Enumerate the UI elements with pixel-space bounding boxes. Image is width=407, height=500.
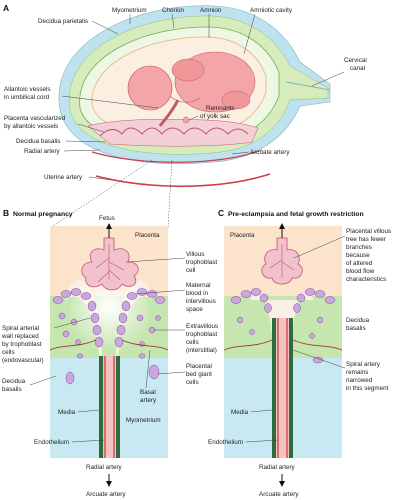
label-placental-bed-1: Placental bbox=[186, 363, 212, 370]
label-radial-artery-c: Radial artery bbox=[259, 464, 296, 471]
label-remnants-2: of yolk sac bbox=[200, 113, 230, 120]
label-maternal-4: space bbox=[186, 306, 203, 313]
label-endothelium-c: Endothelium bbox=[208, 439, 243, 446]
label-extravillous-4: (interstitial) bbox=[186, 347, 217, 354]
label-decidua-parietalis: Decidua parietalis bbox=[38, 18, 88, 25]
placenta-a bbox=[87, 119, 259, 147]
umbilical-cord bbox=[158, 99, 180, 127]
label-arcuate-artery-b: Arcuate artery bbox=[86, 491, 126, 498]
label-villous-tree-1: Placental villous bbox=[346, 228, 391, 235]
label-amnion: Amnion bbox=[200, 7, 222, 14]
label-spiral-1: Spiral arterial bbox=[2, 325, 39, 332]
label-media-c: Media bbox=[231, 409, 249, 416]
artery-wall-left-c bbox=[272, 318, 276, 458]
label-cervical-1: Cervical bbox=[344, 57, 367, 64]
arcuate-artery-a bbox=[91, 149, 263, 163]
label-villous-1: Villous bbox=[186, 251, 204, 258]
label-decidua-b-2: basalis bbox=[2, 386, 22, 393]
panel-b-letter: B bbox=[3, 208, 9, 218]
panel-c-title: Pre-eclampsia and fetal growth restricti… bbox=[228, 211, 364, 218]
label-villous-tree-4: because bbox=[346, 252, 370, 259]
label-extravillous-2: trophoblast bbox=[186, 331, 217, 338]
label-villous-2: trophoblast bbox=[186, 259, 217, 266]
label-spiral-3: by trophoblast bbox=[2, 341, 42, 348]
artery-lumen-b bbox=[103, 356, 116, 458]
label-spiral-4: cells bbox=[2, 349, 15, 356]
artery-lumen-c bbox=[276, 318, 289, 458]
label-chorion: Chorion bbox=[162, 7, 185, 14]
label-spiral-c-3: narrowed bbox=[346, 377, 373, 384]
label-maternal-2: blood in bbox=[186, 290, 209, 297]
label-extravillous-1: Extravillous bbox=[186, 323, 218, 330]
panel-c: C Pre-eclampsia and fetal growth restric… bbox=[208, 208, 391, 498]
label-decidua-c-1: Decidua bbox=[346, 317, 370, 324]
label-placental-bed-3: cells bbox=[186, 379, 199, 386]
panel-b-title: Normal pregnancy bbox=[13, 211, 73, 218]
label-maternal-3: intervillous bbox=[186, 298, 216, 305]
label-villous-tree-3: branches bbox=[346, 244, 372, 251]
label-allantoic-2: in umbilical cord bbox=[4, 94, 50, 101]
label-maternal-1: Maternal bbox=[186, 282, 211, 289]
artery-wall-right-c bbox=[289, 318, 293, 458]
label-villous-tree-6: blood flow bbox=[346, 268, 375, 275]
label-radial-artery-b: Radial artery bbox=[86, 464, 123, 471]
label-myometrium-b: Myometrium bbox=[126, 417, 161, 424]
label-basal-1: Basal bbox=[140, 389, 156, 396]
uterine-artery bbox=[95, 173, 271, 188]
label-placenta-c: Placenta bbox=[230, 232, 255, 239]
artery-wall-right-b bbox=[116, 356, 120, 458]
label-villous-3: cell bbox=[186, 267, 195, 274]
basal-artery-left bbox=[49, 339, 97, 351]
label-villous-tree-2: tree has fewer bbox=[346, 236, 386, 243]
label-placenta-vasc-2: by allantoic vessels bbox=[4, 123, 58, 130]
label-spiral-c-1: Spiral artery bbox=[346, 361, 381, 368]
label-arcuate-artery-c: Arcuate artery bbox=[259, 491, 299, 498]
label-spiral-c-4: in this segment bbox=[346, 385, 389, 392]
panel-c-letter: C bbox=[218, 208, 224, 218]
panel-b: B Normal pregnancy bbox=[1, 208, 218, 498]
label-placenta-vasc-1: Placenta vascularized bbox=[4, 115, 66, 122]
basal-artery-right bbox=[121, 339, 169, 351]
label-arcuate-artery-a: Arcuate artery bbox=[250, 149, 290, 156]
label-villous-tree-7: characteristics bbox=[346, 276, 386, 283]
panel-a-letter: A bbox=[3, 3, 9, 13]
label-myometrium-a: Myometrium bbox=[112, 7, 147, 14]
label-spiral-2: wall replaced bbox=[1, 333, 39, 340]
trophoblast-cells-c bbox=[230, 288, 336, 364]
label-amniotic-cavity: Amniotic cavity bbox=[250, 7, 293, 14]
fetus bbox=[127, 51, 256, 113]
label-endothelium-b: Endothelium bbox=[34, 439, 69, 446]
label-cervical-2: canal bbox=[350, 65, 365, 72]
label-decidua-basalis-a: Decidua basalis bbox=[16, 138, 60, 145]
label-placenta-b: Placenta bbox=[135, 232, 160, 239]
artery-wall-left-b bbox=[99, 356, 103, 458]
label-decidua-c-2: basalis bbox=[346, 325, 366, 332]
label-uterine-artery: Uterine artery bbox=[44, 174, 83, 181]
label-villous-tree-5: of altered bbox=[346, 260, 373, 267]
label-basal-2: artery bbox=[140, 397, 157, 404]
label-extravillous-3: cells bbox=[186, 339, 199, 346]
label-spiral-c-2: remains bbox=[346, 369, 368, 376]
label-allantoic-1: Allantoic vessels bbox=[4, 86, 51, 93]
placenta-vessels bbox=[99, 127, 249, 137]
panel-a: A Myometrium Chorion Amnion bbox=[3, 3, 367, 229]
label-radial-artery-a: Radial artery bbox=[24, 148, 61, 155]
label-fetus: Fetus bbox=[99, 215, 115, 222]
label-decidua-b-1: Decidua bbox=[2, 378, 26, 385]
label-remnants-1: Remnants bbox=[206, 105, 235, 112]
yolk-sac bbox=[182, 116, 190, 124]
label-spiral-5: (endovascular) bbox=[2, 357, 44, 364]
label-media-b: Media bbox=[58, 409, 76, 416]
trophoblast-cells-b bbox=[52, 288, 166, 385]
label-placental-bed-2: bed giant bbox=[186, 371, 212, 378]
cervical-canal bbox=[285, 81, 331, 91]
